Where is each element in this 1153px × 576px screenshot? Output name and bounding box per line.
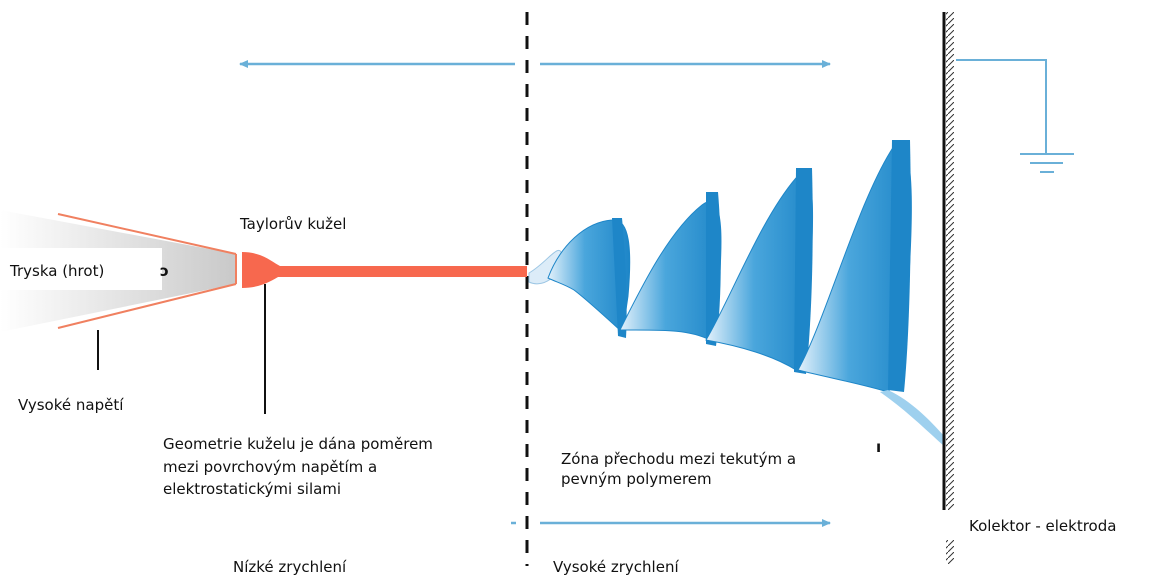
low-acceleration-label: Nízké zrychlení bbox=[233, 558, 347, 576]
collector-label: Kolektor - elektroda bbox=[969, 517, 1117, 535]
taylor-cone-label: Taylorův kužel bbox=[240, 215, 347, 233]
high-voltage-label: Vysoké napětí bbox=[18, 396, 124, 414]
cone-description: Geometrie kuželu je dána poměrem mezi po… bbox=[163, 433, 433, 501]
nozzle-label: Tryska (hrot) bbox=[10, 262, 105, 280]
nozzle bbox=[0, 210, 237, 332]
high-acceleration-label: Vysoké zrychlení bbox=[553, 558, 679, 576]
transition-zone-line: pevným polymerem bbox=[561, 469, 712, 488]
taylor-cone bbox=[242, 252, 527, 288]
ground-symbol bbox=[956, 59, 1074, 173]
cone-description-line: mezi povrchovým napětím a bbox=[163, 457, 378, 476]
transition-zone-description: Zóna přechodu mezi tekutým a pevným poly… bbox=[561, 450, 796, 489]
polymer-spiral bbox=[528, 140, 944, 446]
stray-mark-b: ı bbox=[876, 438, 882, 456]
cone-description-line: Geometrie kuželu je dána poměrem bbox=[163, 435, 433, 453]
stray-mark-a: ɔ bbox=[160, 262, 169, 280]
collector-plate bbox=[942, 12, 954, 564]
transition-zone-line: Zóna přechodu mezi tekutým a bbox=[561, 450, 797, 468]
cone-description-line: elektrostatickými silami bbox=[163, 480, 342, 498]
